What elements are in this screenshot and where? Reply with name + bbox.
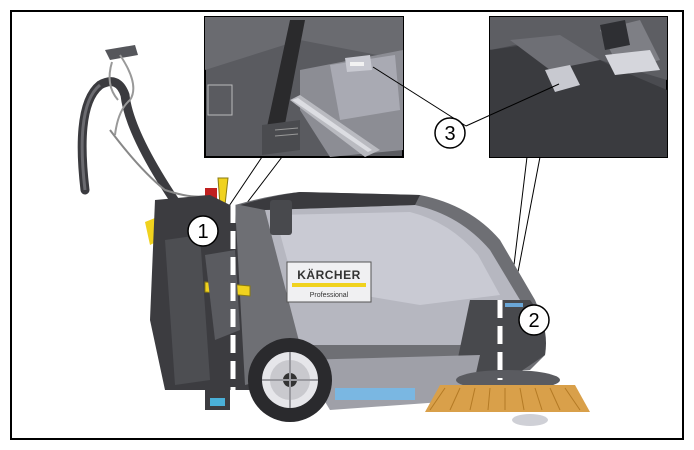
callout-1-label: 1 — [197, 221, 208, 243]
callout-3-label: 3 — [444, 123, 455, 145]
callout-2: 2 — [518, 304, 550, 336]
callout-3: 3 — [434, 117, 466, 149]
handle-clamp — [105, 45, 138, 60]
callout-2-label: 2 — [528, 310, 539, 332]
detail-inset-right — [489, 16, 668, 158]
detail-inset-left — [204, 16, 404, 158]
leader-line — [465, 83, 560, 127]
leader-line — [372, 66, 467, 127]
blue-strip — [335, 388, 415, 400]
rear-wheel — [248, 338, 332, 422]
top-latch — [270, 200, 292, 235]
outer-frame — [10, 10, 684, 440]
brand-line: Professional — [310, 292, 349, 299]
brand-name: KÄRCHER — [297, 267, 361, 282]
side-brush — [425, 370, 590, 426]
brand-logo: KÄRCHER Professional — [286, 261, 372, 303]
callout-1: 1 — [187, 215, 219, 247]
leader-line — [224, 156, 263, 213]
sweeper-machine: KÄRCHER Professional — [77, 45, 590, 426]
